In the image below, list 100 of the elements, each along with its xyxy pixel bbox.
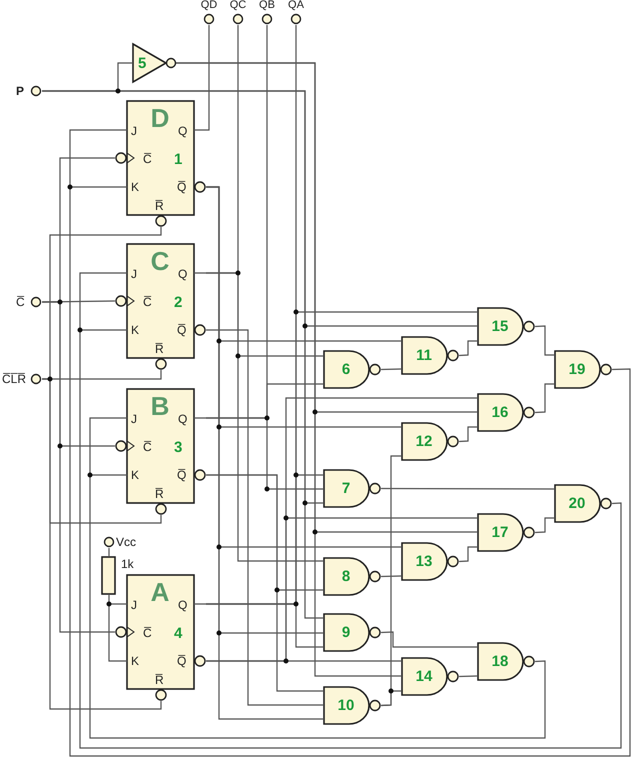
inverter-gate bbox=[132, 43, 176, 83]
terminal-label: Vcc bbox=[116, 536, 136, 548]
gate-number: 13 bbox=[414, 554, 434, 569]
wire bbox=[458, 340, 477, 356]
pin-label: R̅ bbox=[155, 200, 164, 212]
pin-label: C̅ bbox=[143, 441, 152, 453]
nand-gate bbox=[323, 469, 381, 508]
wire bbox=[380, 690, 401, 706]
pin-label: Q̅ bbox=[177, 324, 186, 336]
flip-flop-letter: A bbox=[150, 579, 170, 605]
gate-number: 11 bbox=[415, 348, 433, 363]
pin-label: Q bbox=[178, 599, 188, 611]
wire bbox=[176, 62, 401, 677]
pin-label: Q bbox=[178, 125, 188, 137]
terminal-label: QD bbox=[200, 0, 218, 11]
gate-number: 15 bbox=[490, 319, 510, 334]
wire bbox=[206, 25, 210, 131]
input-terminal bbox=[16, 85, 42, 97]
flip-flop-number: 1 bbox=[174, 152, 182, 167]
resistor-value: 1k bbox=[121, 558, 134, 570]
wire bbox=[458, 546, 477, 562]
terminal-label: QA bbox=[287, 0, 305, 11]
gate-number: 20 bbox=[568, 496, 586, 511]
wire bbox=[534, 383, 554, 414]
pin-label: J bbox=[131, 599, 137, 611]
nand-gate bbox=[323, 613, 381, 652]
gate-number: 19 bbox=[568, 362, 586, 377]
gate-number: 8 bbox=[340, 569, 352, 584]
wire bbox=[380, 575, 402, 578]
nand-gate bbox=[554, 484, 612, 523]
pin-label: J bbox=[131, 268, 137, 280]
nand-gate bbox=[323, 686, 381, 725]
pin-label: C̅ bbox=[143, 153, 152, 165]
jk-flip-flop bbox=[114, 389, 206, 515]
output-terminal bbox=[227, 0, 249, 25]
pin-label: R̅ bbox=[155, 674, 164, 686]
pin-label: K bbox=[131, 324, 140, 336]
wire bbox=[42, 90, 323, 619]
nand-gate bbox=[323, 350, 381, 389]
wire bbox=[206, 603, 323, 648]
terminal-label: C̅ bbox=[16, 296, 25, 308]
gate-number: 5 bbox=[138, 56, 146, 71]
nand-gate bbox=[401, 542, 459, 581]
pin-label: R̅ bbox=[155, 343, 164, 355]
pin-label: K bbox=[131, 181, 140, 193]
pin-label: Q̅ bbox=[177, 655, 186, 667]
wire bbox=[381, 488, 554, 490]
pin-label: Q̅ bbox=[177, 181, 186, 193]
gate-number: 6 bbox=[340, 362, 352, 377]
flip-flop-number: 4 bbox=[174, 626, 182, 641]
output-terminal bbox=[198, 0, 220, 25]
wire bbox=[380, 631, 477, 648]
wire bbox=[89, 417, 546, 739]
pin-label: C̅ bbox=[143, 296, 152, 308]
flip-flop-letter: D bbox=[150, 105, 170, 131]
wire bbox=[206, 417, 323, 490]
terminal-label: C̅L̅R̅ bbox=[2, 373, 26, 385]
nand-gate bbox=[401, 336, 459, 375]
pin-label: K bbox=[131, 469, 140, 481]
jk-flip-flop bbox=[114, 575, 206, 701]
gate-number: 16 bbox=[490, 405, 510, 420]
nand-gate bbox=[401, 657, 459, 696]
wire bbox=[458, 426, 477, 442]
gate-number: 10 bbox=[336, 698, 356, 713]
nand-gate bbox=[477, 307, 535, 346]
wire bbox=[42, 301, 114, 633]
wire bbox=[206, 329, 323, 706]
jk-flip-flop bbox=[114, 101, 206, 227]
input-terminal bbox=[2, 373, 42, 385]
gate-number: 9 bbox=[340, 625, 352, 640]
wire bbox=[79, 272, 622, 749]
wire bbox=[380, 368, 402, 370]
pin-label: Q bbox=[178, 268, 188, 280]
flip-flop-number: 2 bbox=[174, 295, 182, 310]
wire bbox=[42, 378, 162, 710]
pin-label: K bbox=[131, 655, 140, 667]
jk-flip-flop bbox=[114, 244, 206, 370]
resistor bbox=[101, 556, 116, 595]
pin-label: J bbox=[131, 413, 137, 425]
terminal-label: P bbox=[16, 85, 24, 97]
pin-label: R̅ bbox=[155, 488, 164, 500]
gate-number: 7 bbox=[340, 481, 352, 496]
pin-label: J bbox=[131, 125, 137, 137]
wire bbox=[69, 129, 631, 757]
nand-gate bbox=[477, 642, 535, 681]
wire bbox=[534, 517, 554, 534]
nand-gate bbox=[323, 557, 381, 596]
wire bbox=[534, 325, 554, 356]
wire bbox=[206, 186, 323, 720]
pin-label: Q̅ bbox=[177, 469, 186, 481]
pin-label: Q bbox=[178, 413, 188, 425]
nand-gate bbox=[477, 513, 535, 552]
wire bbox=[206, 272, 323, 562]
nand-gate bbox=[554, 350, 612, 389]
wire bbox=[458, 675, 478, 678]
wire bbox=[206, 660, 401, 662]
nand-gate bbox=[401, 422, 459, 461]
wire bbox=[206, 474, 323, 692]
gate-number: 14 bbox=[414, 669, 434, 684]
gate-number: 12 bbox=[414, 434, 434, 449]
